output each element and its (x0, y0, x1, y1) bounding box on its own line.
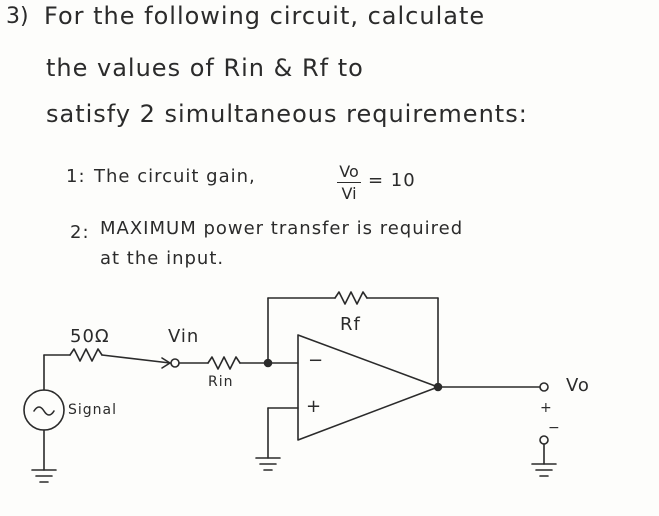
gain-numerator: Vo (339, 162, 359, 181)
rf-label: Rf (340, 314, 361, 335)
output-minus-sign: − (548, 420, 561, 436)
gain-value: = 10 (368, 170, 416, 191)
rf-resistor-icon (334, 291, 368, 305)
question-line-3: satisfy 2 simultaneous requirements: (46, 100, 528, 128)
vo-negative-terminal (539, 435, 549, 445)
gain-denominator: Vi (341, 184, 357, 203)
vin-terminal (170, 358, 180, 368)
vo-positive-terminal (539, 382, 549, 392)
gain-fraction: Vo Vi (337, 162, 361, 203)
signal-label: Signal (68, 402, 118, 418)
req2-text-2: at the input. (100, 248, 225, 269)
req1-number: 1: (66, 166, 86, 187)
req2-text-1: MAXIMUM power transfer is required (100, 218, 464, 239)
opamp-plus-sign: + (306, 396, 323, 417)
vin-label: Vin (168, 326, 200, 347)
rin-label: Rin (208, 374, 234, 390)
opamp-minus-sign: − (308, 350, 325, 371)
question-number: 3) (6, 4, 29, 29)
rin-resistor-icon (207, 356, 241, 370)
sine-wave-icon (33, 406, 55, 416)
question-line-1: For the following circuit, calculate (44, 2, 486, 30)
opamp-icon (297, 334, 439, 441)
output-label: Vo (566, 375, 590, 396)
question-line-2: the values of Rin & Rf to (46, 54, 364, 82)
source-resistor-label: 50Ω (70, 326, 110, 347)
req1-text: The circuit gain, (94, 166, 256, 187)
output-plus-sign: + (540, 400, 553, 416)
source-resistor-icon (69, 348, 103, 362)
req2-number: 2: (70, 222, 90, 243)
